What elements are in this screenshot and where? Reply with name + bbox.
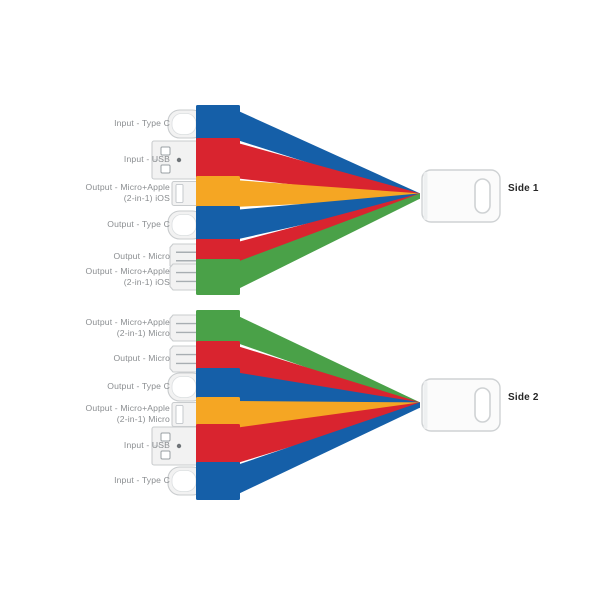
usb-drive-shading [423,172,428,220]
cable-s1-r2 [234,142,420,199]
cable-s1-r6 [234,193,420,291]
connector-type-c [167,210,205,240]
connector-label-s2-r5: Input - USB [123,440,170,450]
cable-block-s2-r1 [196,310,240,346]
usb-drive [421,378,501,432]
connector-label-s2-r2: Output - Micro [113,353,170,363]
usb-drive [421,169,501,223]
lightning-contacts [175,405,184,424]
connector-micro [169,263,205,291]
label-column: Input - Type C Input - USB Output - Micro+… [18,0,170,600]
connector-label-s1-r3: Output - Micro+Apple (2-in-1) iOS [85,182,170,203]
connector-label-s2-r1: Output - Micro+Apple (2-in-1) Micro [85,316,170,338]
connector-label-s2-r3: Output - Type C [107,381,170,391]
usb-contact-bottom [160,450,171,460]
cable-s1-r1 [234,109,420,199]
side-label-side-1: Side 1 [508,183,539,194]
connector-label-s1-r4: Output - Type C [107,219,170,229]
connector-label-s1-r6: Output - Micro+Apple (2-in-1) iOS [85,265,170,287]
type-c-inner [171,470,197,492]
cable-s2-r5 [234,402,420,464]
cable-s2-r4 [234,401,420,428]
cable-block-s2-r4 [196,397,240,432]
lightning-contacts [175,184,184,203]
cable-block-s1-r4 [196,206,240,244]
type-c-inner [171,214,197,236]
group-side-1 [151,105,501,295]
connector-type-c [167,466,205,496]
cable-s2-r6 [234,402,420,496]
cable-block-s1-r6 [196,259,240,295]
usb-drive-shading [423,381,428,429]
usb-contact-bottom [160,164,171,174]
cable-block-s2-r5 [196,424,240,468]
group-side-2 [151,310,501,500]
side-label-side-2: Side 2 [508,392,539,403]
cable-s2-r3 [234,372,420,408]
connector-label-s1-r1: Input - Type C [114,118,170,128]
connector-label-s2-r4: Output - Micro+Apple (2-in-1) Micro [85,403,170,424]
cable-block-s1-r2 [196,138,240,182]
usb-center-dot [176,443,182,449]
connector-usb-a [151,140,205,180]
connector-label-s1-r2: Input - USB [123,154,170,164]
cable-block-s2-r3 [196,368,240,406]
cable-s2-r1 [234,314,420,408]
cable-s1-r4 [234,193,420,240]
cable-block-s1-r1 [196,105,240,143]
cable-s2-r2 [234,345,420,408]
type-c-inner [171,376,197,398]
type-c-inner [171,113,197,135]
connector-label-s1-r5: Output - Micro [113,250,170,261]
usb-drive-keyring-slot [474,387,491,423]
cable-block-s1-r3 [196,176,240,211]
connector-usb-a [151,426,205,466]
connector-type-c [167,109,205,139]
cable-block-s2-r6 [196,462,240,500]
usb-contact-top [160,146,171,156]
connector-label-s2-r6: Input - Type C [114,475,170,485]
usb-contact-top [160,432,171,442]
usb-center-dot [176,157,182,163]
usb-drive-keyring-slot [474,178,491,214]
